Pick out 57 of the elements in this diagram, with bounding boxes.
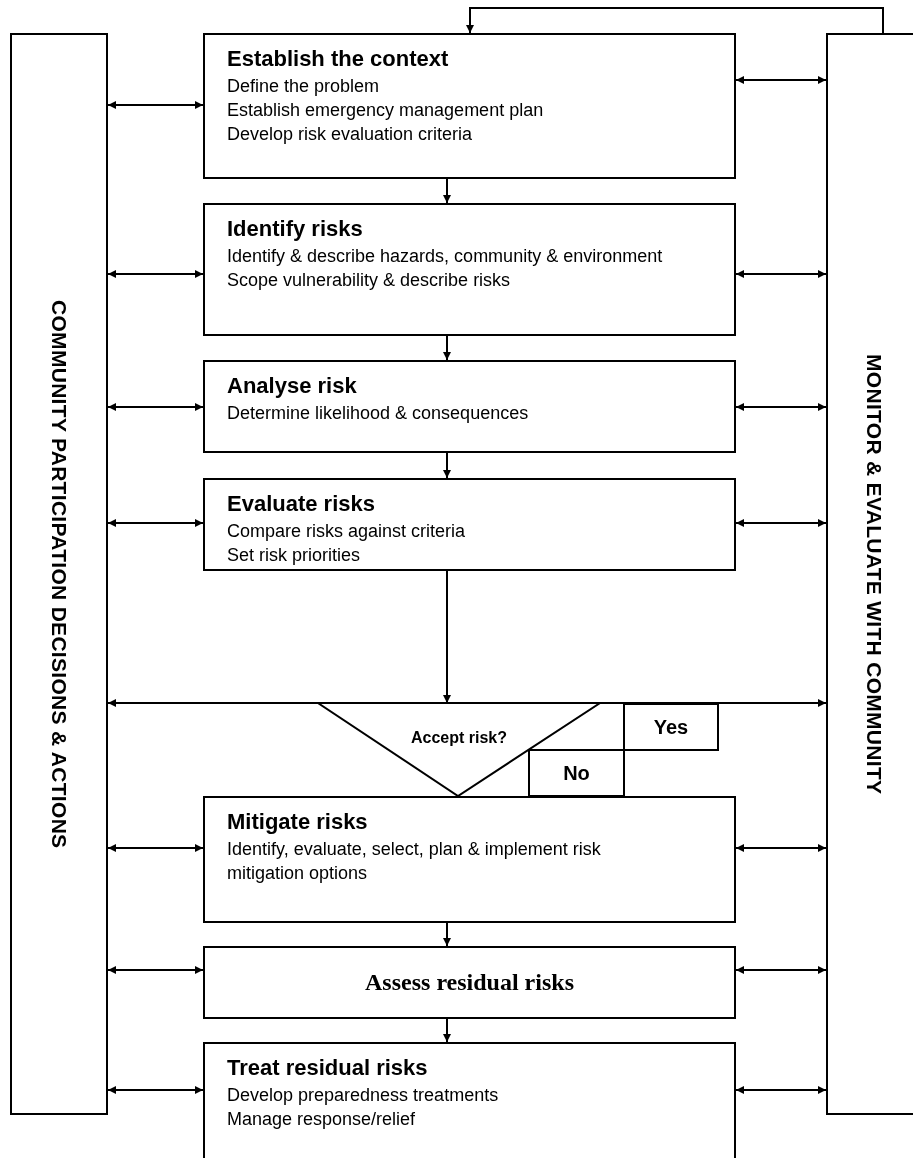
double-arrow xyxy=(107,101,204,109)
process-box xyxy=(203,360,736,453)
arrow xyxy=(443,922,451,947)
arrow xyxy=(443,570,451,704)
box-text: Define the problem xyxy=(227,75,381,98)
double-arrow xyxy=(735,844,827,852)
arrow xyxy=(466,7,884,34)
process-box xyxy=(203,796,736,923)
double-arrow xyxy=(735,1086,827,1094)
box-text: Determine likelihood & consequences xyxy=(227,402,530,425)
double-arrow xyxy=(107,270,204,278)
double-arrow xyxy=(735,403,827,411)
box-text: Scope vulnerability & describe risks xyxy=(227,269,512,292)
answer-box xyxy=(528,749,625,797)
arrow xyxy=(443,178,451,204)
double-arrow xyxy=(735,270,827,278)
arrow xyxy=(443,452,451,479)
double-arrow xyxy=(107,966,204,974)
band-label: COMMUNITY PARTICIPATION DECISIONS & ACTIONS xyxy=(47,299,71,849)
box-heading: Analyse risk xyxy=(227,372,358,400)
band-label: MONITOR & EVALUATE WITH COMMUNITY xyxy=(861,353,886,795)
answer-label: Yes xyxy=(653,715,689,739)
box-text: Manage response/relief xyxy=(227,1108,417,1131)
arrow xyxy=(443,335,451,361)
double-arrow xyxy=(735,76,827,84)
process-box xyxy=(203,33,736,179)
box-heading: Mitigate risks xyxy=(227,808,369,836)
double-arrow xyxy=(107,699,827,707)
side-band xyxy=(826,33,913,1115)
box-heading: Assess residual risks xyxy=(365,968,574,996)
decision-triangle xyxy=(318,703,600,796)
process-box xyxy=(203,1042,736,1158)
box-text: Identify & describe hazards, community & environment xyxy=(227,245,664,268)
box-text: Develop preparedness treatments xyxy=(227,1084,500,1107)
box-text: Set risk priorities xyxy=(227,544,362,567)
double-arrow xyxy=(107,403,204,411)
double-arrow xyxy=(107,844,204,852)
box-heading: Establish the context xyxy=(227,45,450,73)
answer-label: No xyxy=(563,761,590,785)
answer-box xyxy=(623,703,719,751)
double-arrow xyxy=(107,1086,204,1094)
double-arrow xyxy=(735,519,827,527)
process-box xyxy=(203,203,736,336)
box-text: Establish emergency management plan xyxy=(227,99,545,122)
process-box xyxy=(203,478,736,571)
double-arrow xyxy=(107,519,204,527)
double-arrow xyxy=(735,966,827,974)
process-box xyxy=(203,946,736,1019)
box-heading: Identify risks xyxy=(227,215,364,243)
box-text: Identify, evaluate, select, plan & implement risk mitigation options xyxy=(227,838,602,885)
box-text: Compare risks against criteria xyxy=(227,520,467,543)
box-heading: Treat residual risks xyxy=(227,1054,429,1082)
side-band xyxy=(10,33,108,1115)
arrow xyxy=(443,1018,451,1043)
box-heading: Evaluate risks xyxy=(227,490,376,518)
box-text: Develop risk evaluation criteria xyxy=(227,123,474,146)
decision-label: Accept risk? xyxy=(409,729,508,747)
